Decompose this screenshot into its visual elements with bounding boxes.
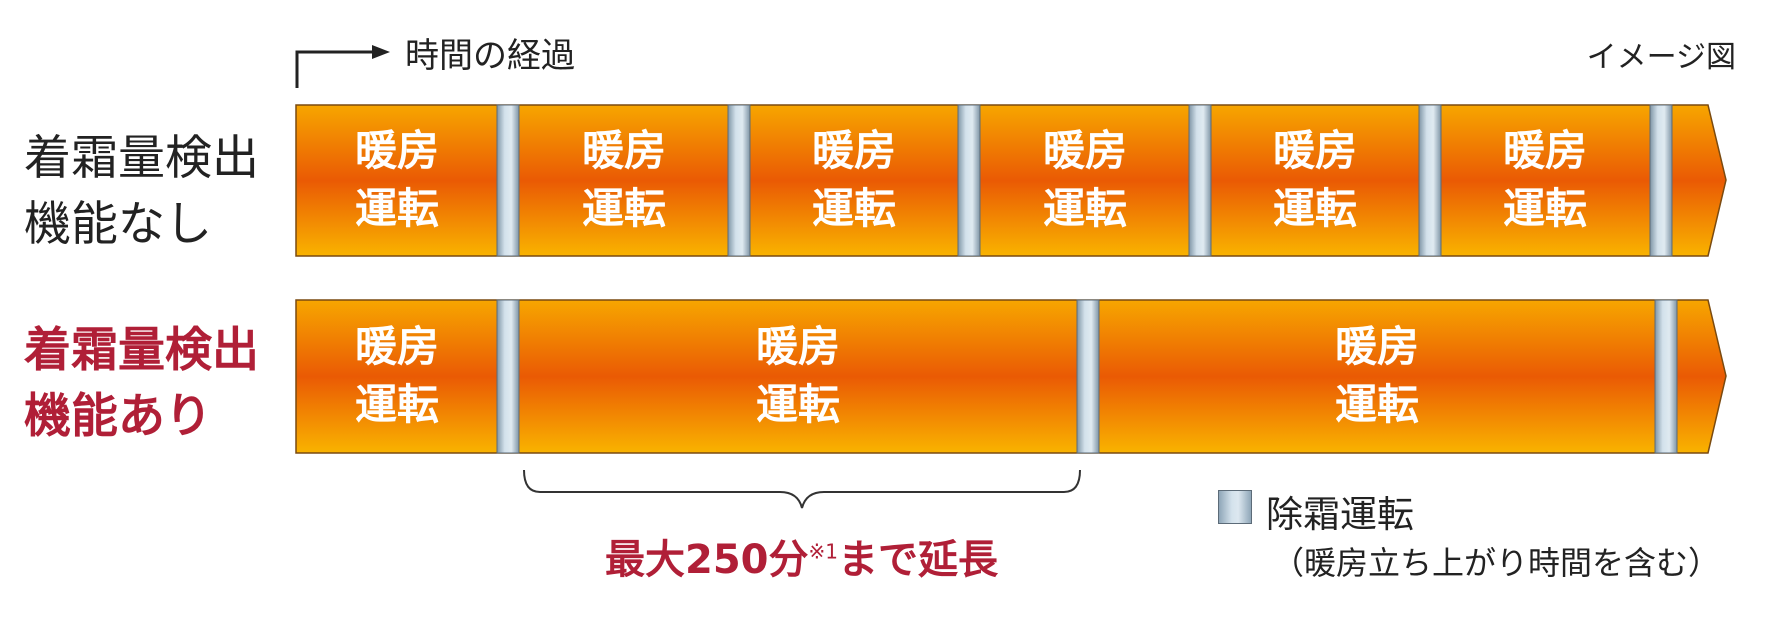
defrost-block: [1188, 104, 1212, 257]
image-note-label: イメージ図: [1586, 40, 1736, 75]
row-label-with-detection: 着霜量検出 機能あり: [24, 318, 259, 450]
legend-defrost-swatch: [1218, 490, 1252, 524]
heating-segment-label: 暖房: [1273, 126, 1357, 175]
heating-segment-label: 暖房: [582, 126, 666, 175]
heating-segment-label: 暖房: [812, 126, 896, 175]
legend-defrost-note: （暖房立ち上がり時間を含む）: [1272, 544, 1721, 582]
row-label-line2: 機能なし: [24, 197, 212, 252]
heating-segment-label: 運転: [812, 184, 896, 233]
heating-segment-label: 暖房: [1043, 126, 1127, 175]
extension-label: 最大250分※1まで延長: [605, 527, 998, 585]
row-label-line1: 着霜量検出: [24, 131, 259, 186]
heating-segment-label: 運転: [355, 380, 439, 429]
heating-segment-label: 運転: [1335, 380, 1419, 429]
legend-defrost-label: 除霜運転: [1266, 493, 1414, 536]
heating-segment-label: 運転: [756, 380, 840, 429]
defrost-block: [1654, 299, 1678, 454]
row-label-line1: 着霜量検出: [24, 323, 259, 378]
heating-segment-label: 運転: [355, 184, 439, 233]
heating-segment-label: 運転: [1503, 184, 1587, 233]
defrost-block: [957, 104, 981, 257]
heating-segment-label: 暖房: [355, 126, 439, 175]
timeline-bar-with-detection: 暖房 運転 暖房 運転 暖房 運転: [295, 299, 1727, 454]
defrost-block: [1418, 104, 1442, 257]
extension-suffix: まで延長: [837, 537, 998, 583]
defrost-block: [496, 104, 520, 257]
timeline-bar-without-detection: 暖房 運転 暖房 運転 暖房 運転 暖房 運転 暖房 運転 暖房 運転: [295, 104, 1727, 257]
heating-segment-label: 暖房: [756, 322, 840, 371]
heating-segment-label: 運転: [1273, 184, 1357, 233]
defrost-block: [496, 299, 520, 454]
row-label-line2: 機能あり: [24, 389, 212, 444]
footnote-marker: ※1: [808, 539, 838, 564]
defrost-block: [1076, 299, 1100, 454]
extension-brace: [523, 469, 1081, 509]
time-arrow-icon: [295, 45, 390, 88]
extension-value: 最大250分: [605, 537, 809, 583]
time-elapsed-label: 時間の経過: [405, 36, 575, 76]
heating-segment-label: 暖房: [1503, 126, 1587, 175]
row-label-without-detection: 着霜量検出 機能なし: [24, 126, 259, 258]
heating-segment-label: 暖房: [1335, 322, 1419, 371]
heating-segment-label: 暖房: [355, 322, 439, 371]
heating-segment-label: 運転: [1043, 184, 1127, 233]
defrost-block: [727, 104, 751, 257]
heating-segment-label: 運転: [582, 184, 666, 233]
defrost-block: [1649, 104, 1673, 257]
